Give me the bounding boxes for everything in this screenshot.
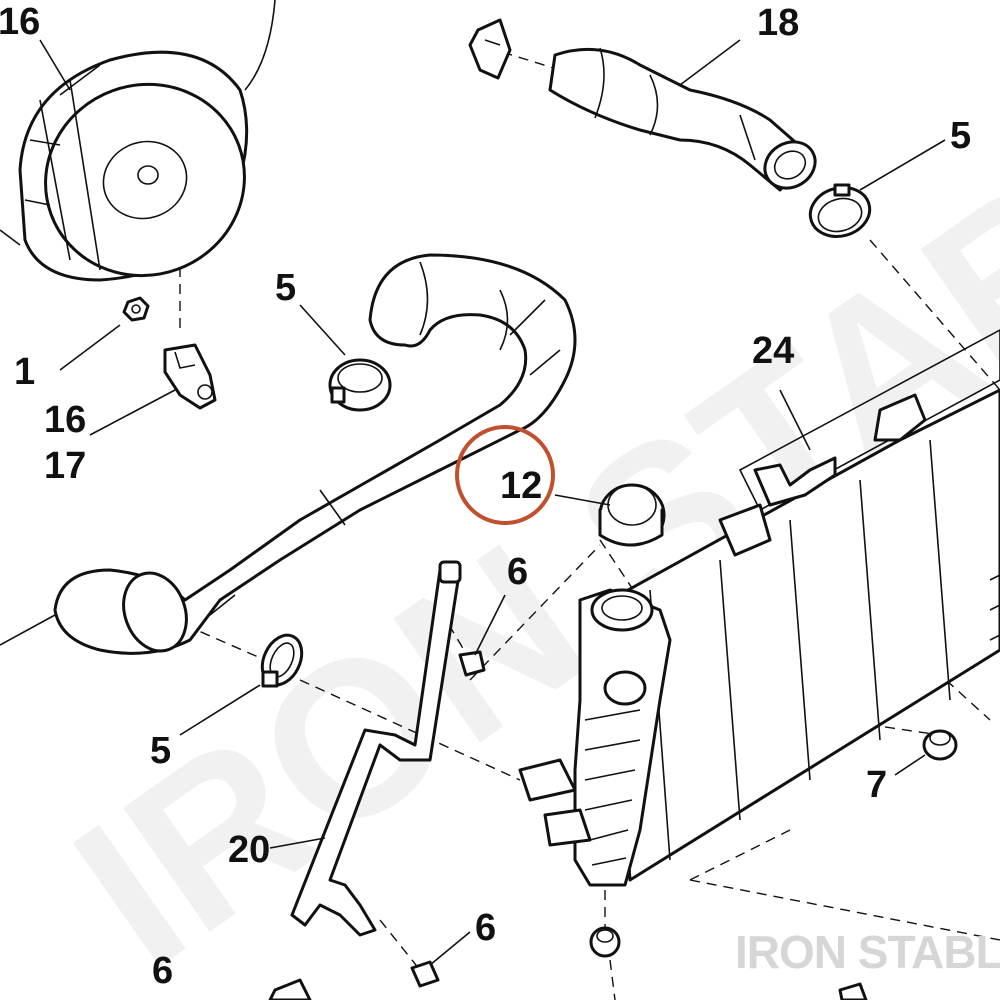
nut-part-1 [122, 296, 150, 322]
callout-labels: 16 18 5 5 1 16 17 24 12 6 5 7 20 6 6 [0, 1, 971, 992]
bracket-part-16-17 [163, 343, 217, 410]
callout-16-top: 16 [0, 1, 40, 43]
callout-17: 17 [44, 445, 86, 487]
highlight-circle [455, 425, 555, 525]
hose-clamp-5-left [260, 633, 304, 688]
radiator-core-part-24 [608, 329, 1000, 882]
drain-plug-6-mid [458, 650, 486, 677]
callout-1: 1 [14, 351, 35, 393]
leader-lines [0, 39, 946, 966]
plug-part-7 [922, 729, 958, 761]
brand-watermark: IRON STABLE [735, 926, 1000, 978]
clip-bottom [268, 960, 868, 1000]
callout-18: 18 [757, 2, 799, 44]
callout-5-left: 5 [150, 730, 171, 772]
bypass-pipe-part-20 [290, 560, 462, 937]
callout-5-right: 5 [950, 115, 971, 157]
plug-bottom [589, 926, 621, 958]
callout-6-bottom-left: 6 [152, 950, 173, 992]
callout-6-mid: 6 [507, 551, 528, 593]
callout-12: 12 [500, 465, 542, 507]
callout-20: 20 [228, 829, 270, 871]
fan-shroud [18, 0, 276, 282]
upper-hose-part-18 [548, 47, 817, 192]
hose-clamp-5-right [808, 183, 872, 238]
radiator-cap [598, 483, 666, 547]
radiator-hose-part-12 [53, 253, 577, 655]
hose-clamp-5-mid [328, 358, 392, 412]
callout-5-mid: 5 [275, 267, 296, 309]
callout-24: 24 [752, 330, 794, 372]
hose-clamp-top [468, 18, 512, 80]
callout-16-mid: 16 [44, 399, 86, 441]
radiator-tank [518, 588, 672, 887]
callout-6-bottom: 6 [475, 907, 496, 949]
callout-7: 7 [866, 764, 887, 806]
